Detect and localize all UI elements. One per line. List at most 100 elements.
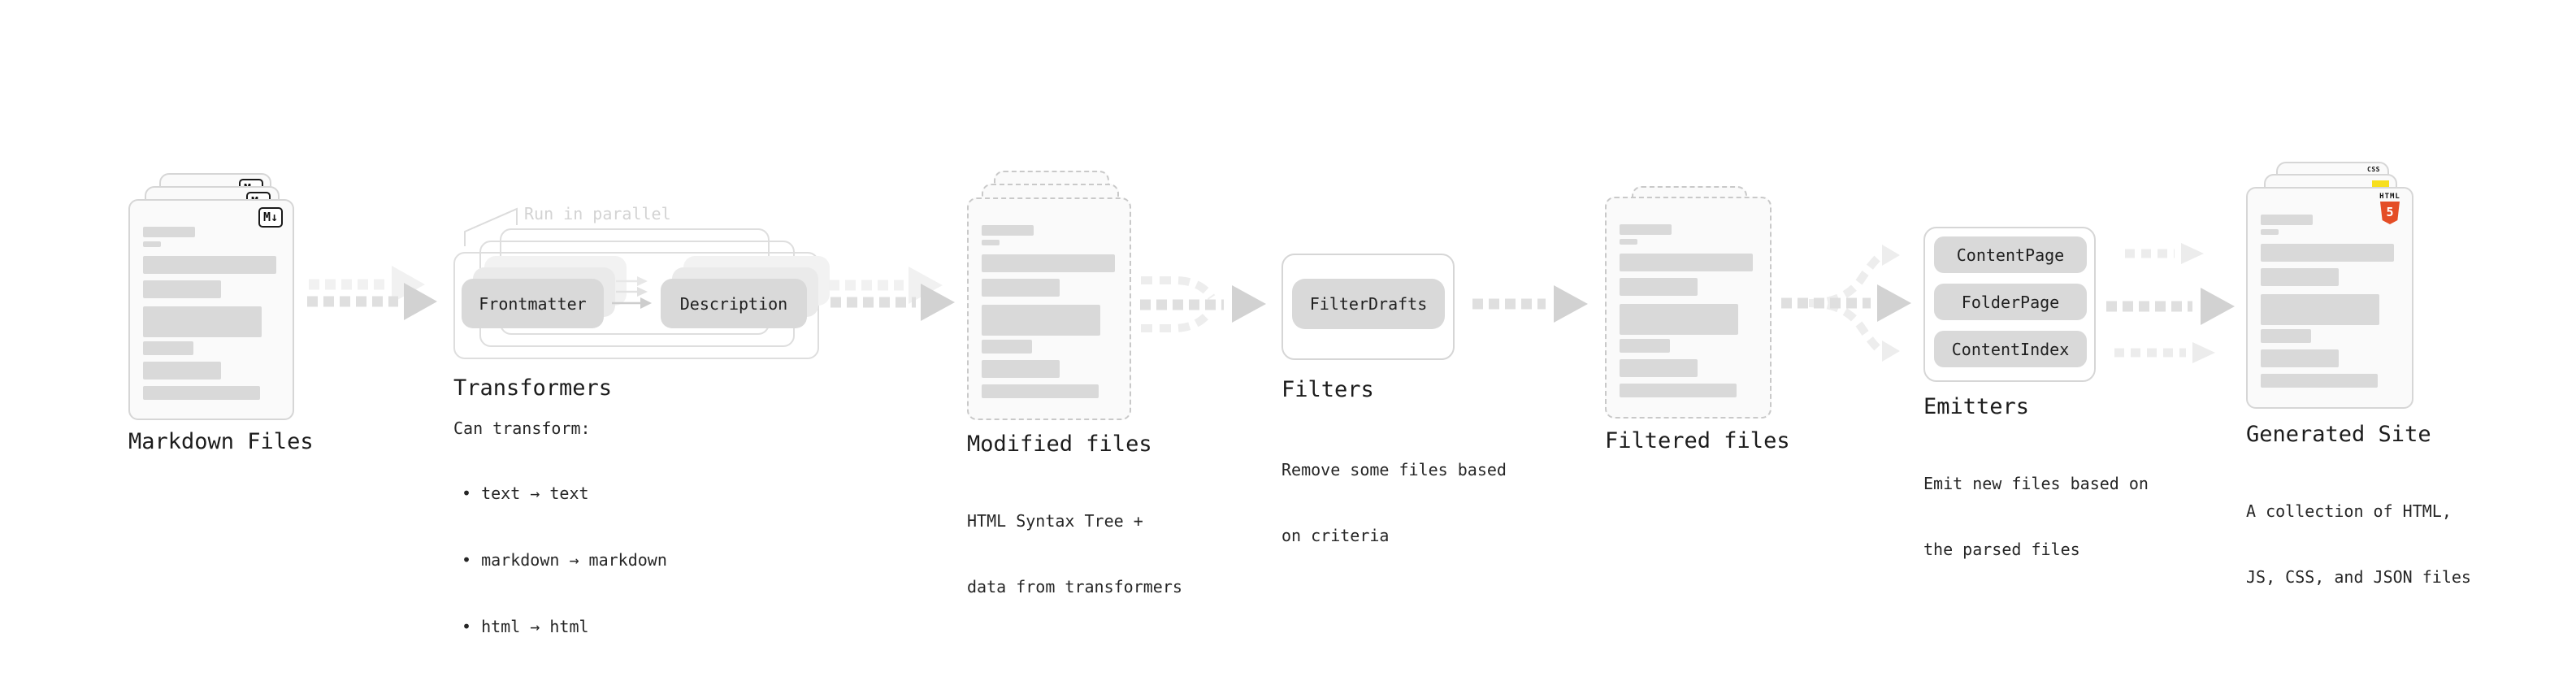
doc-bar: [143, 386, 260, 400]
doc-bar: [2261, 215, 2313, 225]
folderpage-pill: FolderPage: [1934, 284, 2087, 320]
merge-curve-top: [1141, 276, 1216, 300]
arrow-head: [1232, 285, 1266, 323]
doc-bar: [143, 241, 161, 247]
filtered-files-title: Filtered files: [1605, 428, 1790, 453]
arrow-head: [2201, 288, 2235, 325]
transformers-description-intro: Can transform:: [453, 419, 591, 438]
modified-files-description: HTML Syntax Tree + data from transformer…: [967, 466, 1182, 642]
doc-bar: [982, 384, 1099, 398]
doc-bar: [2261, 329, 2311, 343]
doc-bar: [1620, 224, 1672, 235]
js-icon: [2372, 180, 2389, 189]
doc-bar: [2261, 244, 2394, 262]
fanout-curve-bottom: [1808, 299, 1882, 353]
doc-bar: [143, 306, 262, 337]
doc-bar: [1620, 384, 1737, 397]
run-in-parallel-label: Run in parallel: [524, 204, 671, 223]
doc-bar: [1620, 359, 1698, 377]
arrow-head-light: [2181, 243, 2204, 264]
doc-bar: [1620, 339, 1670, 353]
generated-site-title: Generated Site: [2246, 422, 2431, 447]
html5-icon-number: 5: [2386, 205, 2394, 219]
arrow-filtered-to-emitters: [1781, 245, 1911, 362]
arrow-head-light: [2192, 342, 2215, 363]
doc-bar: [2261, 374, 2378, 388]
arrow-head-light: [1882, 340, 1900, 362]
fanout-curve-top: [1808, 254, 1882, 307]
doc-bar: [2261, 294, 2379, 325]
doc-bar: [982, 225, 1034, 236]
arrow-markdown-to-transformers: [307, 266, 437, 320]
arrow-echo: [829, 267, 943, 304]
doc-bar: [1620, 304, 1738, 335]
filterdrafts-pill: FilterDrafts: [1292, 279, 1445, 329]
html5-icon-shield: 5: [2380, 202, 2400, 224]
doc-content-placeholder: [1607, 198, 1770, 417]
modified-files-title: Modified files: [967, 432, 1152, 457]
merge-curve-bottom: [1141, 308, 1214, 332]
doc-bar: [1620, 278, 1698, 296]
doc-bar: [982, 360, 1060, 378]
arrow-head: [392, 266, 425, 303]
description-pill: Description: [661, 279, 807, 328]
doc-content-placeholder: [969, 199, 1130, 419]
doc-bar: [1620, 239, 1637, 245]
description-line: the parsed files: [1923, 540, 2080, 559]
html5-icon-label: HTML: [2379, 193, 2400, 201]
description-line: A collection of HTML,: [2246, 501, 2452, 521]
markdown-files-title: Markdown Files: [128, 429, 314, 454]
arrow-transformers-to-modified: [829, 267, 955, 321]
markdown-icon: M↓: [258, 207, 283, 228]
generated-site-description: A collection of HTML, JS, CSS, and JSON …: [2246, 457, 2471, 632]
arrow-head: [1877, 284, 1911, 322]
filters-title: Filters: [1281, 377, 1374, 402]
doc-bar: [982, 279, 1060, 297]
description-line: Emit new files based on: [1923, 474, 2149, 493]
description-line: JS, CSS, and JSON files: [2246, 567, 2471, 587]
emitters-description: Emit new files based on the parsed files: [1923, 429, 2149, 605]
doc-bar: [143, 362, 221, 380]
frontmatter-pill: Frontmatter: [462, 279, 604, 328]
bullet-item: • text → text: [462, 484, 589, 503]
doc-bar: [143, 280, 221, 298]
emitters-title: Emitters: [1923, 394, 2030, 419]
doc-bar: [143, 341, 193, 355]
description-line: Remove some files based: [1281, 460, 1507, 479]
arrow-emitters-to-generated: [2106, 243, 2235, 363]
contentpage-pill: ContentPage: [1934, 236, 2087, 273]
doc-bar: [2261, 229, 2279, 235]
transformer-card-front: [453, 252, 819, 359]
bullet-item: • html → html: [462, 617, 589, 636]
arrow-echo: [309, 266, 425, 303]
arrow-head: [921, 284, 955, 321]
markdown-page-front: M↓: [128, 199, 294, 420]
arrow-head: [404, 283, 437, 320]
arrow-head: [909, 267, 943, 304]
doc-bar: [982, 305, 1100, 336]
arrow-head: [1554, 285, 1588, 323]
arrow-head-light: [1882, 245, 1900, 266]
doc-bar: [2261, 268, 2339, 286]
doc-bar: [982, 240, 1000, 245]
doc-bar: [2261, 349, 2339, 367]
transformers-title: Transformers: [453, 375, 613, 401]
contentindex-pill: ContentIndex: [1934, 331, 2087, 367]
doc-content-placeholder: [130, 201, 293, 419]
filters-description: Remove some files based on criteria: [1281, 415, 1507, 591]
description-line: data from transformers: [967, 577, 1182, 596]
description-line: on criteria: [1281, 526, 1390, 545]
bullet-item: • markdown → markdown: [462, 550, 667, 570]
doc-bar: [1620, 254, 1753, 271]
doc-bar: [982, 340, 1032, 354]
doc-bar: [982, 254, 1115, 272]
modified-page-front: [967, 197, 1131, 420]
arrow-modified-to-filters: [1140, 276, 1266, 332]
description-line: HTML Syntax Tree +: [967, 511, 1143, 531]
generated-page-front: HTML 5: [2246, 187, 2413, 409]
doc-bar: [143, 227, 195, 237]
arrow-filters-to-filtered: [1472, 285, 1588, 323]
transformers-bullet-list: • text → text • markdown → markdown • ht…: [453, 439, 667, 681]
doc-bar: [143, 256, 276, 274]
